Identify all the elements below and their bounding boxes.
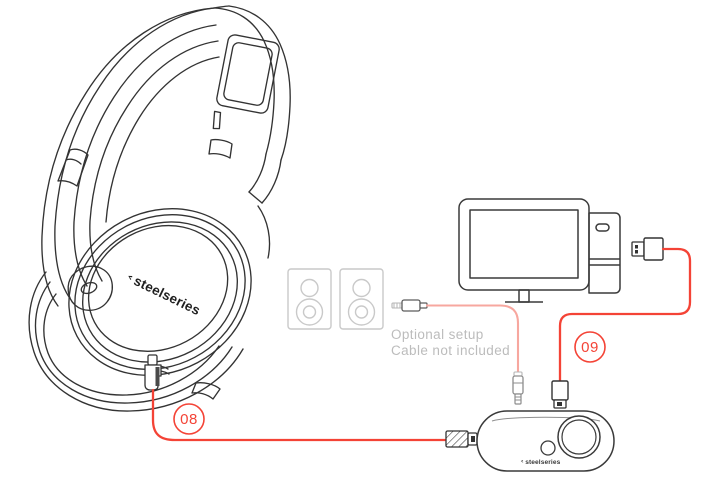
console-body: [588, 212, 621, 294]
base-station-button: [540, 440, 556, 456]
monitor-screen: [469, 209, 579, 279]
base-station-brand-logo: steelseries: [520, 459, 561, 466]
cable-09-path: [558, 247, 692, 383]
callout-09-label: 09: [581, 339, 599, 356]
headset-brand-logo: steelseries: [128, 273, 203, 318]
jack-35mm-speakers: [391, 299, 428, 312]
console-power-button: [595, 223, 610, 232]
usb-plug-base: [551, 380, 569, 409]
speaker-right: [339, 268, 384, 330]
usb-plug-console: [631, 237, 664, 261]
cable-optional-path: [425, 304, 520, 374]
headset-cable-plug: [144, 354, 162, 391]
headset-illustration: [28, 5, 291, 412]
optional-setup-note-line-2: Cable not included: [391, 343, 511, 358]
speaker-left: [287, 268, 332, 330]
monitor-neck: [518, 289, 530, 303]
base-station-illustration: [476, 410, 615, 472]
jack-35mm-base: [512, 371, 524, 405]
callout-08[interactable]: 08: [173, 403, 205, 435]
monitor-bezel: [458, 198, 590, 291]
cable-08-path: [151, 388, 448, 442]
speakers-illustration: [287, 268, 384, 330]
svg-text:steelseries: steelseries: [525, 459, 560, 466]
svg-text:steelseries: steelseries: [131, 273, 202, 318]
base-input-plug: [445, 430, 478, 448]
callout-09[interactable]: 09: [574, 331, 606, 363]
console-illustration: [588, 212, 621, 294]
optional-setup-note-line-1: Optional setup: [391, 327, 484, 342]
monitor-illustration: [458, 198, 590, 303]
callout-08-label: 08: [180, 411, 198, 428]
